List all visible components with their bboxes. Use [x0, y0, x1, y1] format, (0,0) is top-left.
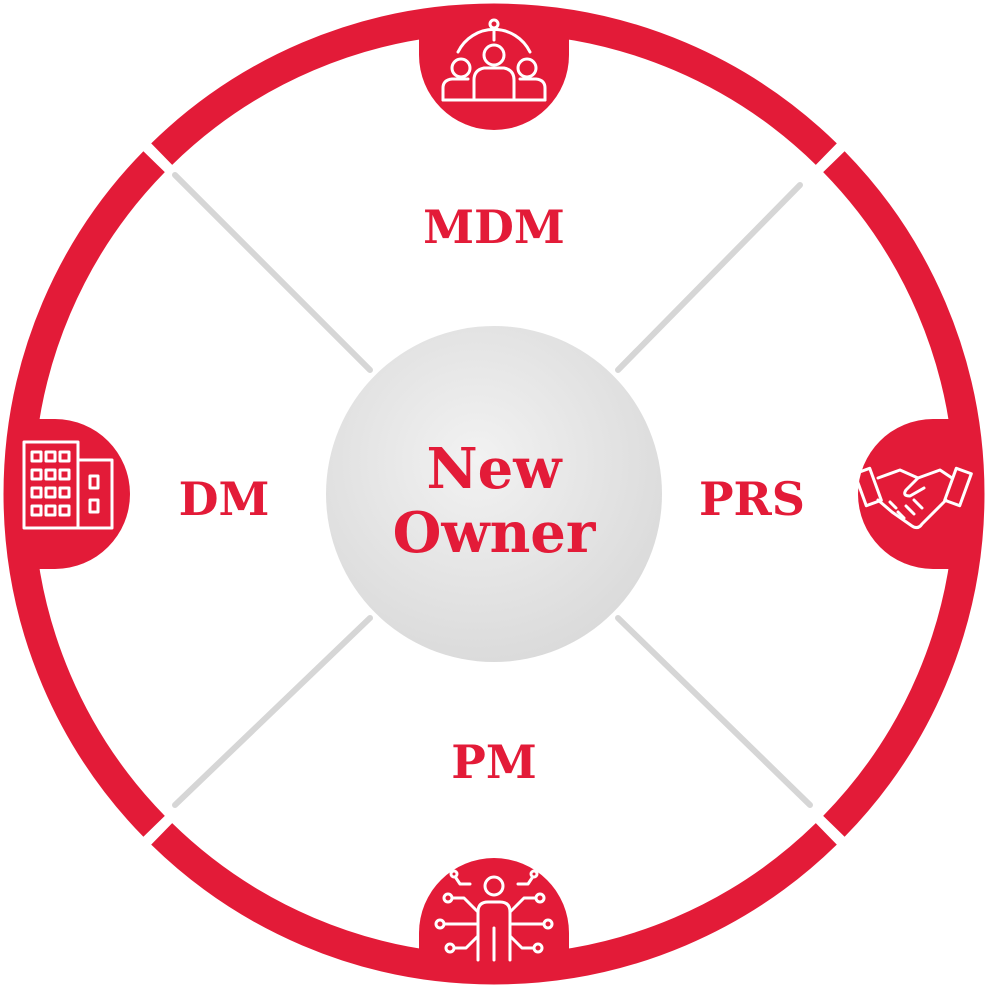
spoke-top-right	[615, 182, 803, 373]
handshake-icon	[853, 466, 973, 530]
spoke-bottom-left	[172, 615, 373, 808]
segment-label-bottom: PM	[451, 735, 537, 789]
spokes	[172, 172, 813, 808]
person-circuit-icon	[434, 869, 554, 962]
segment-label-left: DM	[179, 472, 270, 526]
segment-label-right: PRS	[699, 472, 805, 526]
team-network-icon	[441, 18, 547, 102]
office-buildings-icon	[22, 440, 114, 530]
center-label-line1: New	[426, 436, 563, 502]
tab-right	[858, 419, 978, 569]
spoke-top-left	[172, 172, 373, 373]
spoke-bottom-right	[615, 615, 813, 808]
center-hub	[326, 326, 662, 662]
segment-label-top: MDM	[423, 200, 565, 254]
center-label-line2: Owner	[393, 500, 597, 566]
